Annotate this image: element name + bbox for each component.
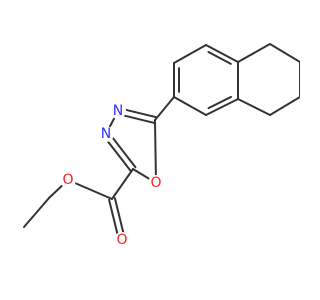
molecule-diagram: NN O O O bbox=[23, 43, 300, 248]
atom-label-layer: NN O O O bbox=[60, 103, 164, 248]
bond-a3-a4 bbox=[205, 44, 239, 63]
atom-label-o1: O bbox=[150, 175, 161, 191]
atom-label-o_carbonyl: O bbox=[116, 232, 127, 248]
bond-a6-a1 bbox=[173, 96, 207, 116]
bond-layer bbox=[23, 43, 300, 242]
atom-label-o_ester: O bbox=[62, 172, 73, 188]
bond-a5-a6-inner bbox=[207, 95, 232, 110]
bond-cC-c2 bbox=[111, 168, 134, 200]
bond-t3-t4 bbox=[269, 96, 300, 116]
bond-t1-t2 bbox=[269, 43, 300, 63]
bond-a2-a3 bbox=[173, 44, 207, 64]
bond-a3-a4-inner bbox=[207, 50, 232, 65]
atom-label-bg bbox=[60, 172, 76, 188]
bond-c5-o1 bbox=[154, 119, 157, 184]
atom-label-bg bbox=[98, 126, 114, 142]
atom-label-bg bbox=[114, 232, 130, 248]
bond-c5-a1 bbox=[154, 96, 175, 121]
atom-label-n3: N bbox=[101, 126, 111, 142]
atom-label-bg bbox=[110, 103, 126, 119]
bond-a4-t1 bbox=[237, 43, 271, 63]
atom-label-n4: N bbox=[113, 103, 123, 119]
bond-t4-a5 bbox=[237, 98, 271, 116]
bond-a5-a6 bbox=[205, 98, 239, 116]
bond-ch3-ch2 bbox=[23, 197, 50, 228]
atom-label-bg bbox=[148, 175, 164, 191]
